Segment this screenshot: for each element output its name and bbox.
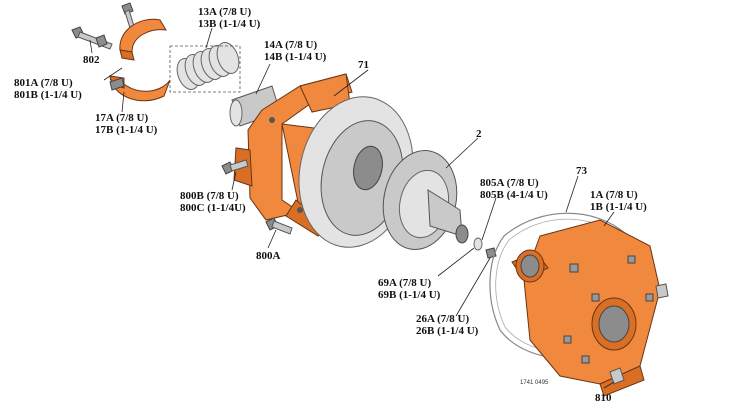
- label-1b: 1B (1-1/4 U): [590, 201, 647, 213]
- leader-802: [89, 39, 93, 54]
- leader-810: [603, 381, 615, 389]
- label-800b: 800B (7/8 U): [180, 190, 239, 202]
- label-17a: 17A (7/8 U): [95, 112, 149, 124]
- leader-73: [565, 175, 579, 213]
- spring-bracket: [169, 45, 241, 93]
- label-802: 802: [83, 54, 100, 66]
- leader-800b: [231, 171, 237, 191]
- label-26b: 26B (1-1/4 U): [416, 325, 479, 337]
- label-805a: 805A (7/8 U): [480, 177, 539, 189]
- washer-69: [473, 237, 483, 251]
- leader-2: [445, 137, 479, 169]
- label-800a: 800A: [256, 250, 281, 262]
- bolt-800b: [221, 159, 249, 175]
- impeller-2: [382, 150, 469, 250]
- leader-800a: [267, 229, 277, 249]
- label-71: 71: [358, 59, 369, 71]
- leader-69: [437, 247, 475, 277]
- label-73: 73: [576, 165, 588, 177]
- leader-71: [333, 69, 369, 97]
- label-801b: 801B (1-1/4 U): [14, 89, 82, 101]
- label-13a: 13A (7/8 U): [198, 6, 252, 18]
- screw-802: [71, 26, 113, 50]
- label-801a: 801A (7/8 U): [14, 77, 73, 89]
- label-17b: 17B (1-1/4 U): [95, 124, 158, 136]
- clamp-ring-lower: [109, 75, 171, 102]
- clamp-ring-upper: [119, 18, 167, 61]
- label-1a: 1A (7/8 U): [590, 189, 638, 201]
- plug-right: [655, 283, 669, 299]
- label-13b: 13B (1-1/4 U): [198, 18, 261, 30]
- leader-13: [205, 27, 213, 49]
- label-69b: 69B (1-1/4 U): [378, 289, 441, 301]
- label-69a: 69A (7/8 U): [378, 277, 432, 289]
- label-26a: 26A (7/8 U): [416, 313, 470, 325]
- spring-13: [176, 42, 240, 90]
- leader-14: [255, 63, 271, 95]
- pump-casing-1: [511, 219, 661, 397]
- leader-1: [603, 211, 615, 227]
- screw-top-clamp: [121, 2, 135, 29]
- bolt-800a: [265, 217, 293, 235]
- leader-805: [481, 197, 497, 241]
- label-800c: 800C (1-1/4U): [180, 202, 246, 214]
- leader-26: [455, 257, 491, 317]
- label-2: 2: [476, 128, 482, 140]
- label-810: 810: [595, 392, 612, 404]
- label-14a: 14A (7/8 U): [264, 39, 318, 51]
- leader-17: [121, 91, 125, 113]
- label-805b: 805B (4-1/4 U): [480, 189, 548, 201]
- label-14b: 14B (1-1/4 U): [264, 51, 327, 63]
- leader-801: [103, 67, 123, 81]
- plug-810: [609, 367, 625, 385]
- drawing-number: 1741 0495: [520, 380, 549, 386]
